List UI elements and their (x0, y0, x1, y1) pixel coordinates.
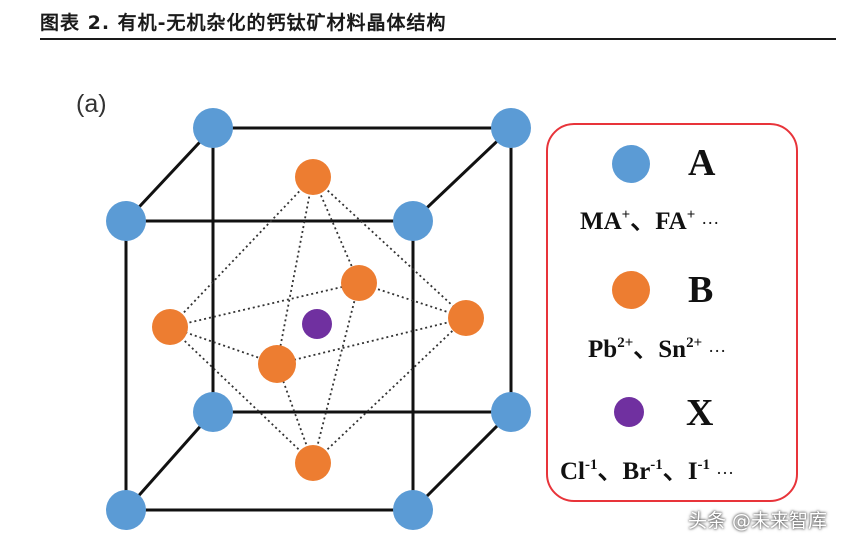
figure-title: 图表 2. 有机-无机杂化的钙钛矿材料晶体结构 (40, 12, 447, 34)
legend-box: A MA+、FA+··· B Pb2+、Sn2+··· X Cl-1、Br-1、… (546, 123, 798, 502)
a-atom (393, 201, 433, 241)
legend-b-ions: Pb2+、Sn2+··· (588, 335, 727, 363)
legend-x-dot (614, 397, 644, 427)
cube-edges (124, 126, 513, 512)
b-atom (448, 300, 484, 336)
legend-a-letter: A (688, 142, 716, 184)
b-atom (258, 345, 296, 383)
a-atom (393, 490, 433, 530)
title-rule (40, 38, 836, 40)
a-atom (491, 392, 531, 432)
legend-a-ions: MA+、FA+··· (580, 207, 720, 235)
watermark-text: 头条 @未来智库 (687, 510, 827, 532)
b-atom (295, 159, 331, 195)
legend-b-letter: B (688, 269, 714, 311)
a-site-atoms (106, 108, 531, 530)
legend-b-dot (612, 271, 650, 309)
legend-x-ions: Cl-1、Br-1、I-1··· (560, 457, 735, 485)
a-atom (106, 490, 146, 530)
b-atom (341, 265, 377, 301)
b-atom (295, 445, 331, 481)
b-atom (152, 309, 188, 345)
x-atom (302, 309, 332, 339)
legend-a-dot (612, 145, 650, 183)
octahedron-edges (169, 176, 467, 464)
a-atom (491, 108, 531, 148)
a-atom (193, 392, 233, 432)
a-atom (193, 108, 233, 148)
legend-x-letter: X (686, 392, 714, 434)
a-atom (106, 201, 146, 241)
b-site-atoms (152, 159, 484, 481)
panel-label: (a) (76, 90, 107, 118)
